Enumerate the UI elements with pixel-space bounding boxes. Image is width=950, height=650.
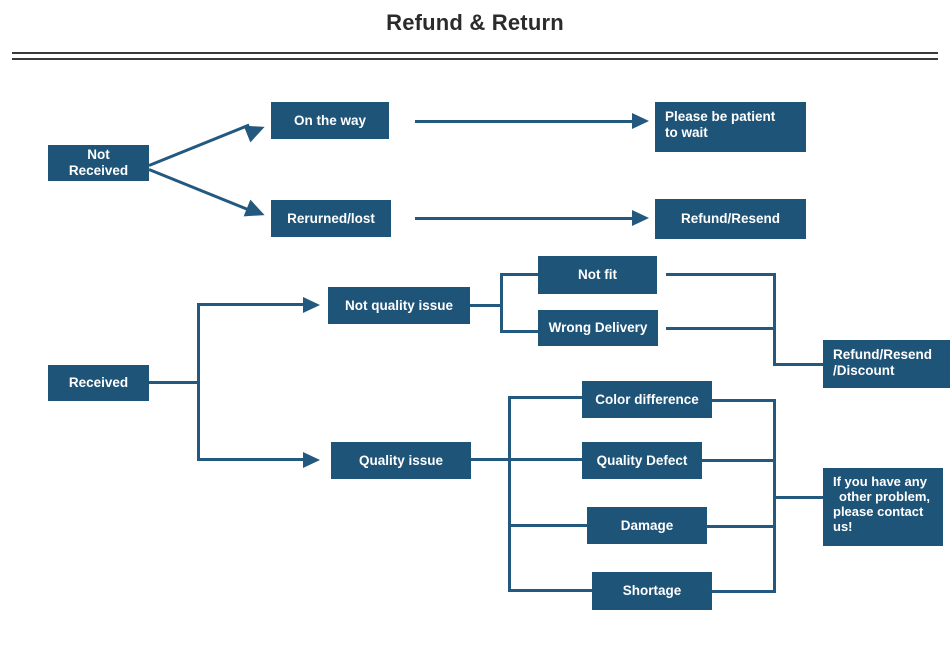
title-rule-upper xyxy=(12,52,938,54)
node-refund-resend-label: Refund/Resend xyxy=(680,211,780,227)
node-please-be-patient-line2: to wait xyxy=(665,124,708,140)
node-refund-resend-discount-line1: Refund/Resend xyxy=(833,347,933,362)
node-quality-issue[interactable]: Quality issue xyxy=(331,442,471,479)
node-please-be-patient[interactable]: Please be patient to wait xyxy=(655,102,806,152)
node-received[interactable]: Received xyxy=(48,365,149,401)
connector-to-quality-defect xyxy=(508,458,584,461)
connector-quality-defect-out xyxy=(701,459,776,462)
connector-not-quality-stem xyxy=(470,304,503,307)
connector-to-color-difference xyxy=(508,396,584,399)
connector-merge-to-contact xyxy=(773,496,825,499)
connector-not-received-to-returned-lost xyxy=(148,168,250,212)
connector-lower-merge-trunk xyxy=(773,399,776,592)
node-returned-lost-label: Rerurned/lost xyxy=(287,210,375,226)
connector-to-wrong-delivery xyxy=(500,330,540,333)
arrowhead-quality-issue xyxy=(303,452,320,468)
connector-returned-lost-to-refund xyxy=(415,217,637,220)
arrowhead-please-wait xyxy=(632,113,649,129)
connector-not-fit-out xyxy=(666,273,776,276)
node-contact-us-line3: please contact xyxy=(833,503,924,519)
node-quality-issue-label: Quality issue xyxy=(358,452,444,468)
node-not-fit-label: Not fit xyxy=(578,267,617,283)
connector-to-not-fit xyxy=(500,273,540,276)
connector-to-quality-issue xyxy=(197,458,307,461)
node-color-difference[interactable]: Color difference xyxy=(582,381,712,418)
node-quality-defect-label: Quality Defect xyxy=(596,452,688,468)
arrowhead-returned-lost xyxy=(243,199,268,224)
node-refund-resend[interactable]: Refund/Resend xyxy=(655,199,806,239)
arrowhead-not-quality-issue xyxy=(303,297,320,313)
node-contact-us[interactable]: If you have any other problem, please co… xyxy=(823,468,943,546)
node-damage-label: Damage xyxy=(620,517,674,533)
connector-upper-merge-trunk xyxy=(773,273,776,365)
node-not-received[interactable]: Not Received xyxy=(48,145,149,181)
connector-wrong-delivery-out xyxy=(666,327,776,330)
title-rule-lower xyxy=(12,58,938,60)
connector-to-not-quality-issue xyxy=(197,303,307,306)
node-contact-us-line2: other problem, xyxy=(839,488,931,504)
connector-not-quality-split-trunk xyxy=(500,273,503,333)
connector-to-shortage xyxy=(508,589,594,592)
node-shortage[interactable]: Shortage xyxy=(592,572,712,610)
node-color-difference-label: Color difference xyxy=(595,391,699,407)
arrowhead-refund-resend xyxy=(632,210,649,226)
node-refund-resend-discount-line2: /Discount xyxy=(833,362,895,378)
node-shortage-label: Shortage xyxy=(622,583,682,599)
connector-not-received-to-on-the-way xyxy=(148,123,250,167)
node-please-be-patient-line1: Please be patient xyxy=(665,109,776,124)
connector-received-stem xyxy=(149,381,200,384)
connector-received-trunk xyxy=(197,304,200,461)
node-wrong-delivery-label: Wrong Delivery xyxy=(548,320,648,336)
page-title: Refund & Return xyxy=(386,10,564,35)
connector-shortage-out xyxy=(711,590,776,593)
arrowhead-on-the-way xyxy=(243,118,268,143)
connector-quality-split-trunk xyxy=(508,396,511,592)
connector-on-the-way-to-wait xyxy=(415,120,637,123)
node-on-the-way[interactable]: On the way xyxy=(271,102,389,139)
node-contact-us-line4: us! xyxy=(833,518,853,534)
node-contact-us-line1: If you have any xyxy=(833,474,927,489)
node-quality-defect[interactable]: Quality Defect xyxy=(582,442,702,479)
node-received-label: Received xyxy=(68,375,129,391)
connector-to-damage xyxy=(508,524,589,527)
node-on-the-way-label: On the way xyxy=(293,112,366,128)
node-not-quality-issue-label: Not quality issue xyxy=(344,297,454,313)
connector-damage-out xyxy=(706,525,776,528)
node-not-fit[interactable]: Not fit xyxy=(538,256,657,294)
node-not-received-label: Not Received xyxy=(68,147,129,178)
connector-color-difference-out xyxy=(711,399,776,402)
node-wrong-delivery[interactable]: Wrong Delivery xyxy=(538,310,658,346)
node-refund-resend-discount[interactable]: Refund/Resend /Discount xyxy=(823,340,950,388)
node-returned-lost[interactable]: Rerurned/lost xyxy=(271,200,391,237)
connector-quality-stem xyxy=(471,458,511,461)
node-damage[interactable]: Damage xyxy=(587,507,707,544)
connector-merge-to-refund-discount xyxy=(773,363,825,366)
node-not-quality-issue[interactable]: Not quality issue xyxy=(328,287,470,324)
